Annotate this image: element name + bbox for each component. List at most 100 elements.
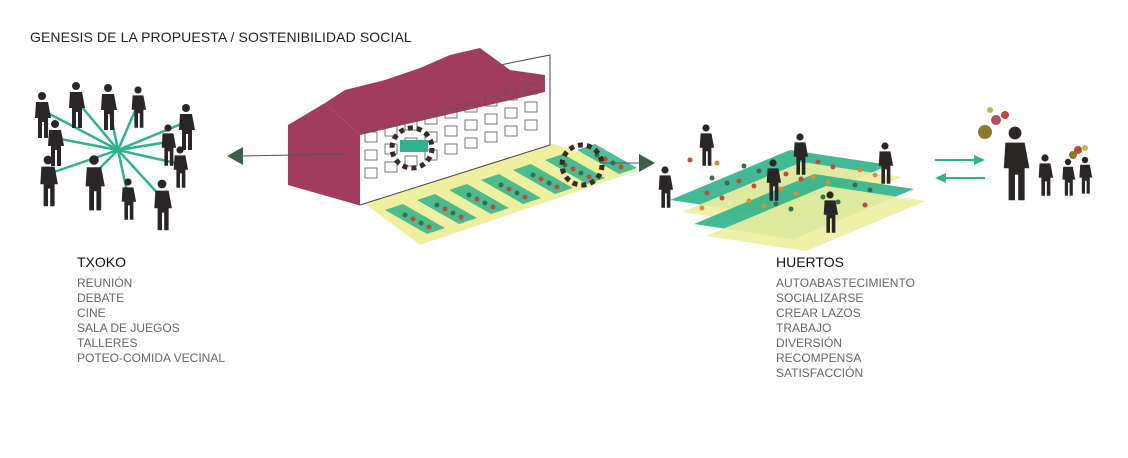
person-figure — [48, 120, 64, 166]
person-figure — [85, 155, 105, 211]
list-item: SATISFACCIÓN — [776, 366, 864, 380]
plant — [867, 187, 873, 193]
person-figure — [69, 82, 85, 128]
txoko-list: REUNIÓN DEBATE CINE SALA DE JUEGOS TALLE… — [77, 276, 225, 366]
person-figure — [699, 124, 715, 166]
connection-line — [117, 148, 181, 166]
exchange-arrows — [935, 155, 985, 183]
huertos-garden-illustration — [658, 124, 926, 251]
person-figure — [793, 133, 809, 175]
person-figure — [1079, 156, 1093, 194]
fruit — [987, 107, 993, 113]
list-item: AUTOABASTECIMIENTO — [776, 276, 915, 290]
page-title: GENESIS DE LA PROPUESTA / SOSTENIBILIDAD… — [30, 29, 412, 45]
plant — [830, 164, 836, 170]
plant — [699, 205, 705, 211]
plant — [736, 178, 742, 184]
person-figure — [1038, 154, 1054, 196]
plant — [788, 206, 794, 212]
plant — [798, 176, 804, 182]
list-item: TRABAJO — [776, 321, 832, 335]
plant — [778, 186, 784, 192]
huertos-section: HUERTOS AUTOABASTECIMIENTO SOCIALIZARSE … — [776, 254, 915, 381]
plant — [835, 199, 841, 205]
fruit — [1074, 146, 1082, 154]
person-figure — [131, 86, 147, 128]
person-figure — [766, 159, 782, 201]
person-figure — [878, 142, 894, 184]
plant — [741, 163, 747, 169]
fruit — [1082, 145, 1088, 151]
plant — [466, 192, 472, 198]
plant — [783, 171, 789, 177]
plant — [857, 167, 863, 173]
plant — [751, 183, 757, 189]
plant — [756, 168, 762, 174]
list-item: TALLERES — [77, 336, 138, 350]
fruit — [978, 125, 992, 139]
arrow-to-txoko — [227, 147, 346, 165]
plant — [773, 201, 779, 207]
plant — [450, 210, 456, 216]
connection-line — [54, 136, 119, 152]
person-figure — [40, 155, 58, 207]
building-illustration — [288, 48, 640, 245]
plant — [538, 176, 544, 182]
highlight-circle-huertos — [559, 142, 605, 188]
person-figure — [823, 191, 839, 233]
person-figure — [161, 124, 177, 166]
fruit — [1069, 151, 1077, 159]
connection-line — [41, 108, 119, 152]
txoko-window — [400, 140, 428, 152]
person-figure — [658, 166, 674, 208]
list-item: RECOMPENSA — [776, 351, 862, 365]
plant — [498, 182, 504, 188]
plant — [474, 196, 480, 202]
list-item: REUNIÓN — [77, 276, 133, 290]
huertos-list: AUTOABASTECIMIENTO SOCIALIZARSE CREAR LA… — [776, 276, 915, 381]
plant — [434, 202, 440, 208]
connection-line — [117, 140, 169, 152]
plant — [442, 206, 448, 212]
plant — [862, 202, 868, 208]
person-figure — [154, 179, 172, 231]
plant — [815, 159, 821, 165]
plant — [578, 170, 584, 176]
plant — [719, 195, 725, 201]
plant — [872, 172, 878, 178]
family-illustration — [978, 107, 1093, 201]
list-item: SOCIALIZARSE — [776, 291, 864, 305]
plant — [586, 174, 592, 180]
plant — [418, 220, 424, 226]
person-figure — [179, 104, 195, 150]
person-figure — [173, 146, 189, 188]
garden-plot — [706, 186, 926, 251]
plant — [820, 194, 826, 200]
plant — [714, 160, 720, 166]
person-figure — [1062, 158, 1076, 196]
connection-line — [47, 148, 119, 176]
plant — [458, 214, 464, 220]
list-item: POTEO-COMIDA VECINAL — [77, 351, 226, 365]
list-item: DEBATE — [77, 291, 125, 305]
fruit — [1001, 111, 1009, 119]
connection-line — [117, 120, 187, 152]
txoko-heading: TXOKO — [77, 254, 127, 270]
person-figure — [121, 178, 137, 220]
list-item: CINE — [77, 306, 106, 320]
huertos-heading: HUERTOS — [776, 254, 844, 270]
plant — [506, 186, 512, 192]
plant — [687, 157, 693, 163]
arrow-to-huertos — [600, 154, 655, 172]
txoko-section: TXOKO REUNIÓN DEBATE CINE SALA DE JUEGOS… — [77, 254, 225, 366]
plant — [522, 194, 528, 200]
plant — [546, 180, 552, 186]
plant — [704, 190, 710, 196]
building-roof — [325, 48, 545, 135]
plant — [482, 200, 488, 206]
person-figure — [35, 92, 51, 138]
plant — [852, 182, 858, 188]
plant — [426, 224, 432, 230]
highlight-circle-txoko — [389, 125, 435, 171]
